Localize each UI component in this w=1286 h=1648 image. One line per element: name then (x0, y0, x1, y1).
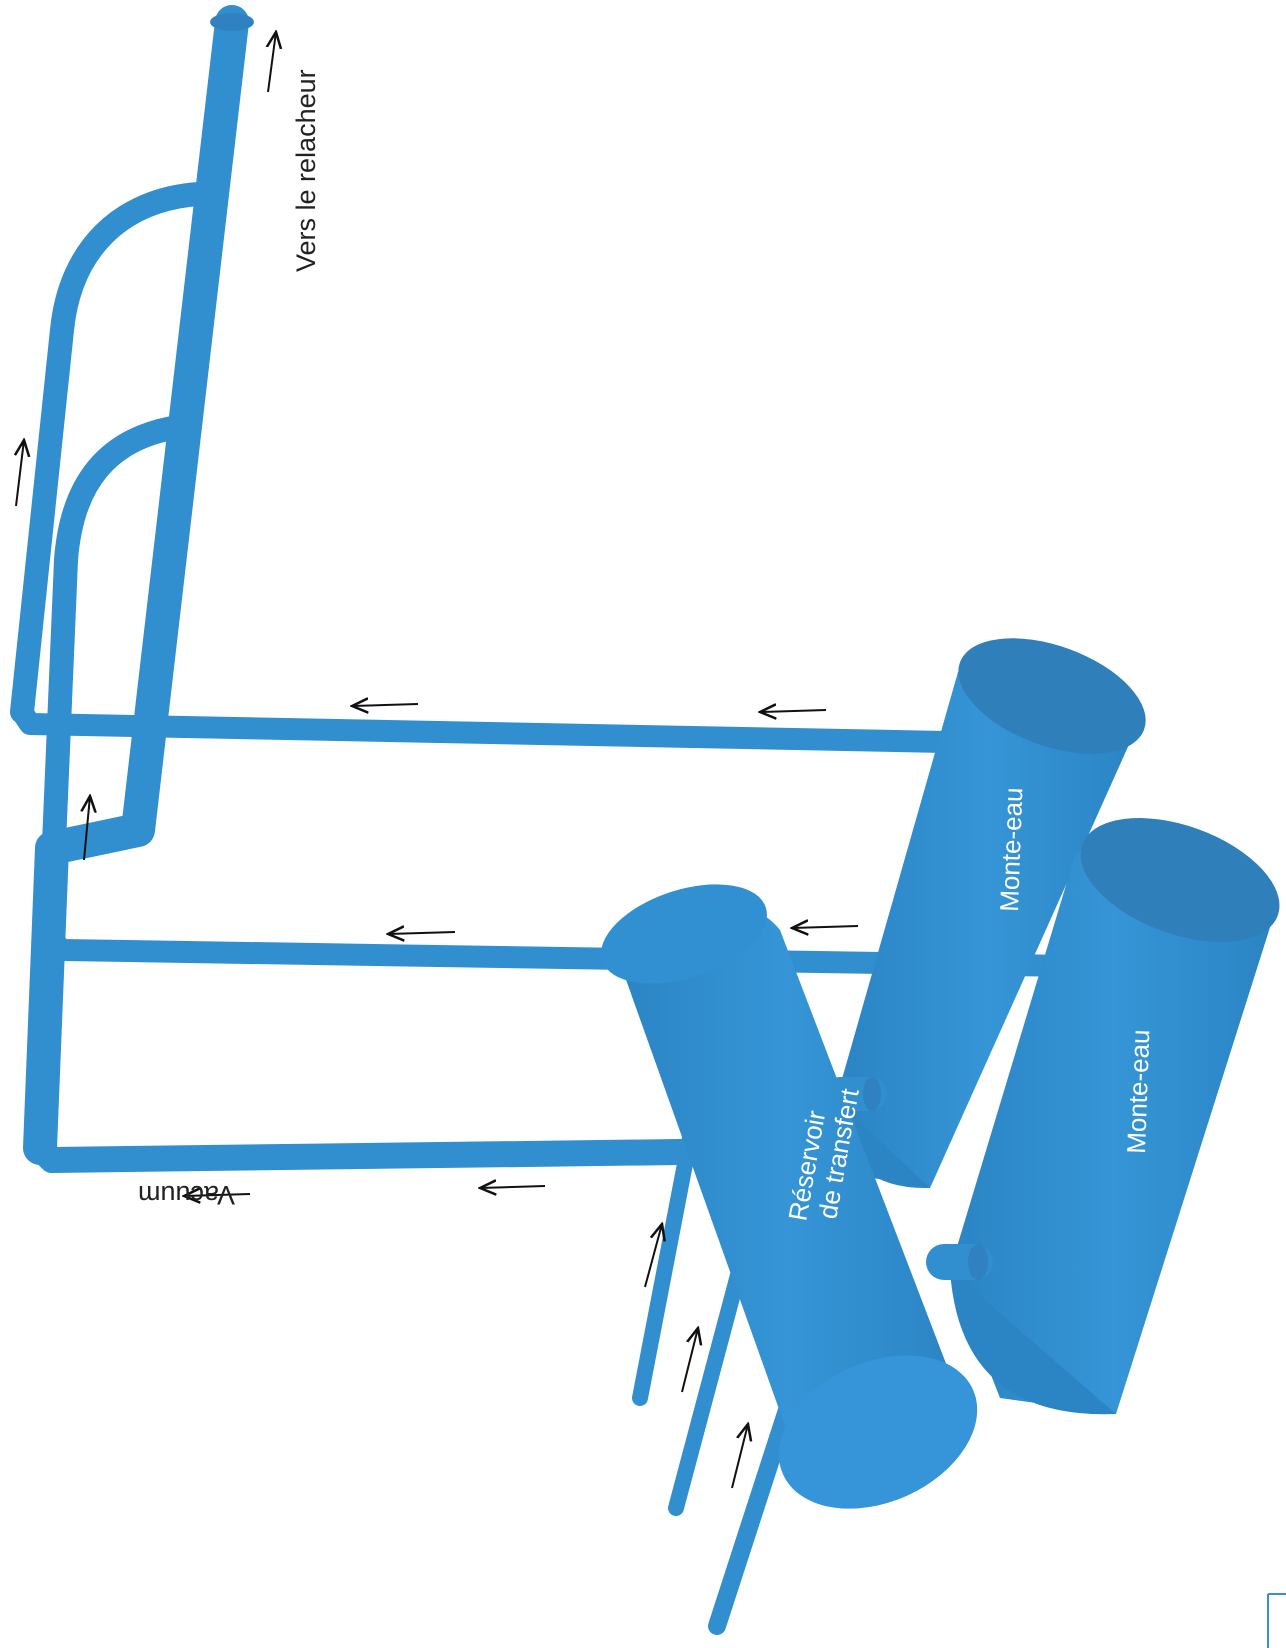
arrow-icon (268, 32, 276, 93)
arrow-icon (760, 710, 827, 712)
monte-eau-tank-2 (926, 818, 1280, 1415)
arrow-icon (792, 926, 859, 928)
monte-eau-tank-2-top (1080, 818, 1280, 942)
label-vacuum: Vacuum (138, 1180, 235, 1210)
lower-arc-branch (38, 416, 184, 950)
arrow-icon (681, 1328, 698, 1393)
arrow-icon (644, 1224, 662, 1288)
arrow-icon (388, 932, 456, 934)
arrow-icon (352, 704, 419, 706)
reservoir-de-transfert (601, 884, 978, 1509)
flow-arrows (16, 32, 859, 1489)
arrow-icon (16, 440, 24, 507)
monte-eau-tank-1 (823, 638, 1146, 1189)
arrow-icon (84, 796, 90, 861)
vacuum-pipe (27, 1135, 693, 1173)
arrow-icon (480, 1186, 546, 1188)
label-monte-eau-2: Monte-eau (1121, 1029, 1155, 1154)
reservoir-end-cap (778, 1355, 978, 1509)
label-monte-eau-1: Monte-eau (994, 787, 1028, 912)
horizontal-pipe-upper (11, 701, 956, 753)
arrow-icon (731, 1424, 748, 1489)
corner-mark (1267, 1593, 1286, 1648)
main-header-pipe (23, 5, 254, 1165)
upper-arc-branch (10, 182, 210, 724)
label-vers-le-relacheur: Vers le relacheur (291, 69, 321, 272)
monte-eau-tank-1-top (958, 638, 1146, 754)
arrow-icon (184, 1194, 251, 1196)
header-pipe-opening (210, 13, 254, 31)
